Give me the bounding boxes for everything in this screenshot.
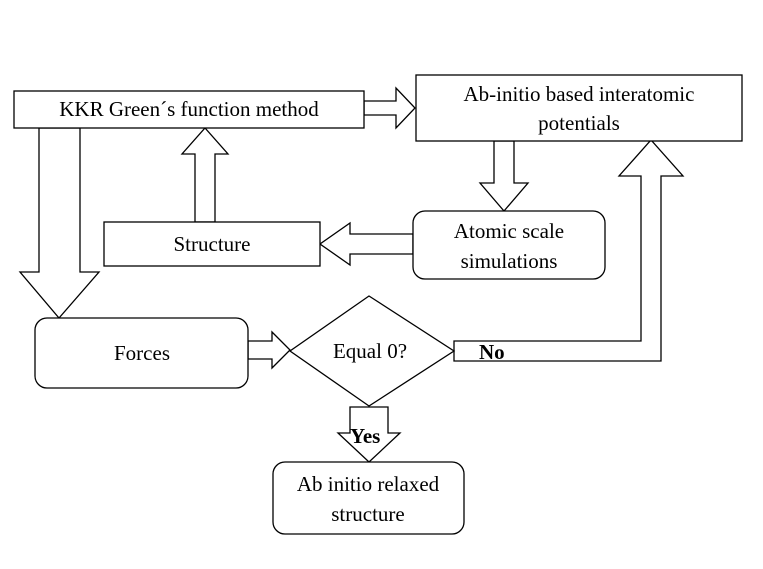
arrow-potentials-to-atomic [478,140,530,212]
potentials-label-line2: potentials [538,111,620,135]
potentials-box [415,74,743,142]
arrow-kkr-to-potentials [363,86,416,130]
arrow-structure-to-kkr [180,127,230,223]
decision-label: Equal 0? [333,339,407,363]
relaxed-label-line2: structure [331,502,404,526]
atomic-label-line1: Atomic scale [454,219,564,243]
structure-box [103,221,321,267]
edge-label-no: No [479,340,505,364]
atomic-box [412,210,606,280]
arrow-decision-no-loop [453,139,685,362]
edge-label-yes: Yes [350,424,380,448]
atomic-label-line2: simulations [461,249,558,273]
relaxed-label-line1: Ab initio relaxed [297,472,440,496]
arrow-decision-yes [336,406,402,463]
structure-label: Structure [174,232,251,256]
forces-box [34,317,249,389]
arrow-forces-to-decision [247,330,291,370]
relaxed-box [272,461,465,535]
potentials-label-line1: Ab-initio based interatomic [464,82,695,106]
forces-label: Forces [114,341,170,365]
decision-diamond [288,295,456,407]
kkr-box [13,90,365,129]
kkr-label: KKR Green´s function method [59,97,319,121]
arrow-kkr-to-forces [18,127,101,319]
arrow-atomic-to-structure [318,221,414,267]
